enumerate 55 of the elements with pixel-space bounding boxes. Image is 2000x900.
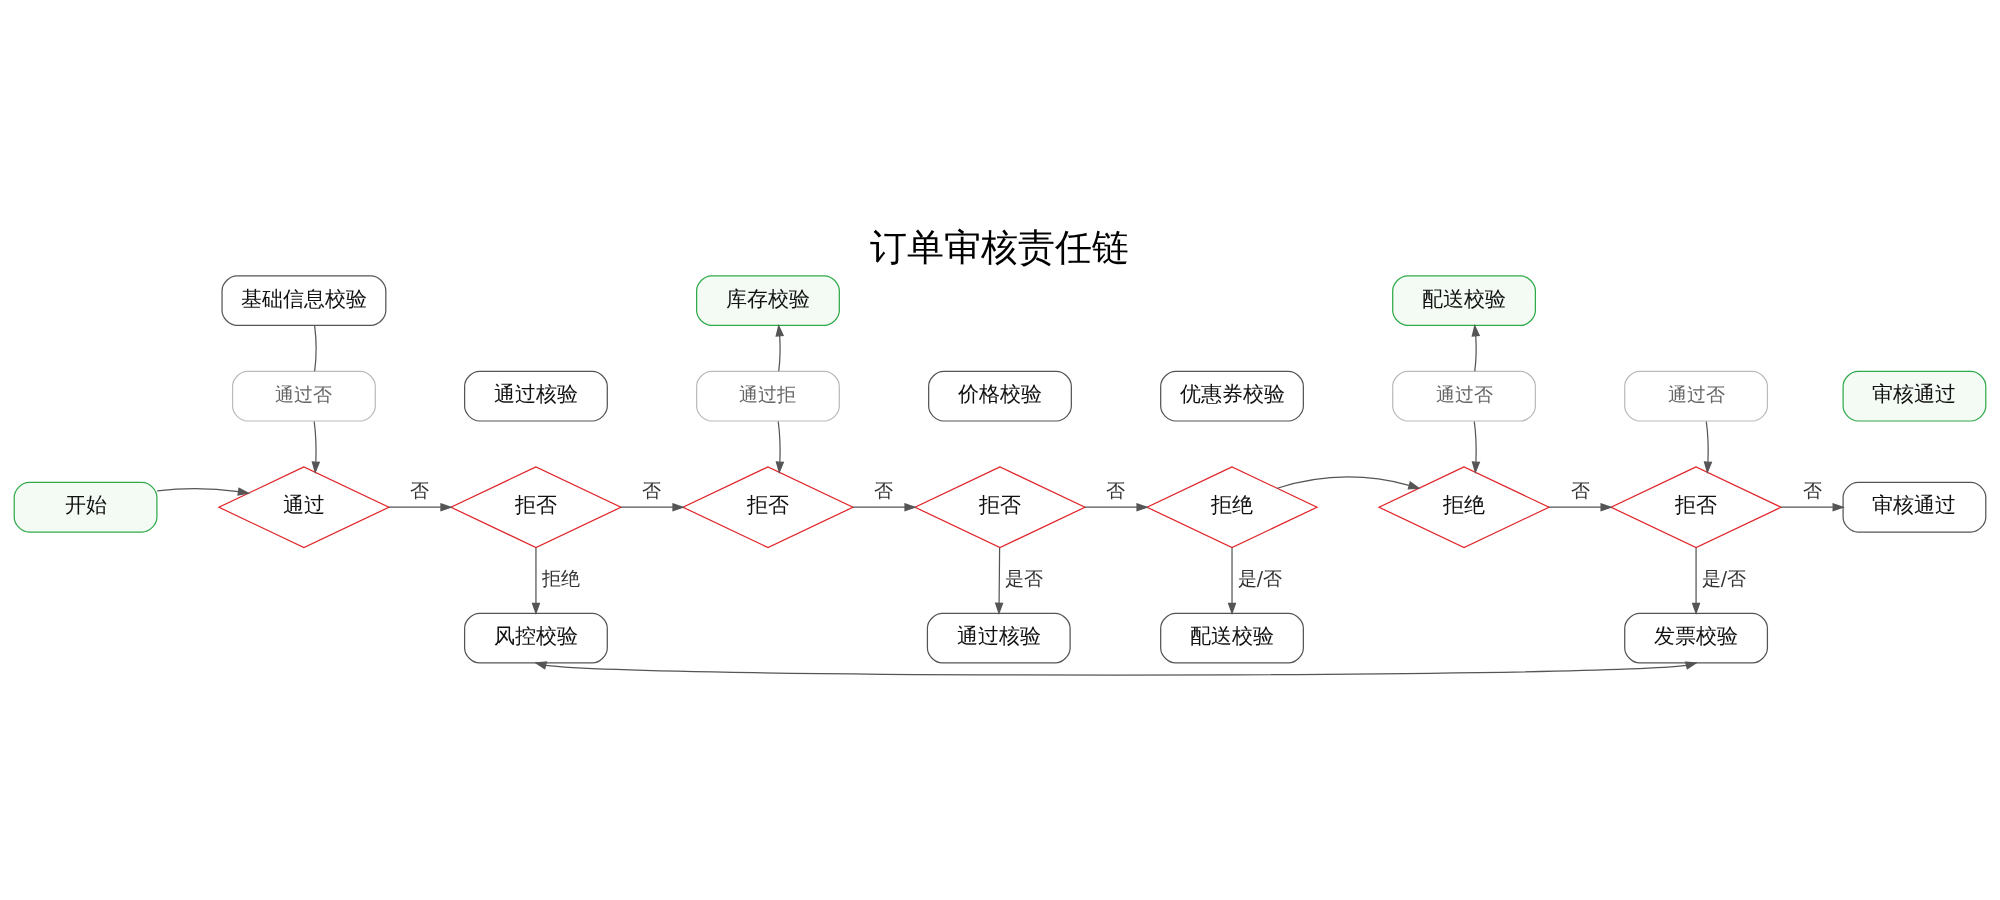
- node-box: 基础信息校验: [221, 275, 387, 327]
- node-box: 优惠券校验: [1160, 370, 1304, 422]
- node-box: 审核通过: [1842, 481, 1987, 533]
- node-diamond: 拒否: [681, 466, 855, 549]
- arrow: [388, 502, 453, 512]
- node-box: 配送校验: [1392, 275, 1536, 327]
- arrow: [534, 661, 1698, 676]
- arrow: [994, 547, 1004, 616]
- edge-label: 否: [1802, 480, 1822, 502]
- node-box: 审核通过: [1842, 370, 1987, 422]
- node-box: 通过否: [231, 370, 376, 422]
- node-box: 发票校验: [1624, 612, 1769, 664]
- node-diamond: 拒绝: [1145, 466, 1319, 549]
- edge-label: 否: [642, 480, 662, 502]
- connector: [314, 325, 317, 372]
- node-box: 开始: [13, 481, 158, 533]
- arrow: [1276, 476, 1421, 490]
- arrow: [775, 420, 785, 474]
- arrow: [1780, 502, 1845, 512]
- edge-label: 否: [1106, 480, 1126, 502]
- arrow: [1227, 547, 1237, 616]
- arrow: [311, 420, 321, 474]
- arrow: [1691, 547, 1701, 616]
- edge-label: 否: [874, 480, 894, 502]
- edge-label: 否: [410, 480, 430, 502]
- edge-label: 拒绝: [541, 567, 580, 589]
- node-box: 价格校验: [928, 370, 1072, 422]
- node-box: 通过核验: [464, 370, 608, 422]
- arrow: [531, 547, 541, 616]
- node-box: 通过否: [1392, 370, 1536, 422]
- node-diamond: 拒否: [449, 466, 623, 549]
- node-box: 配送校验: [1160, 612, 1304, 664]
- node-box: 库存校验: [696, 275, 840, 327]
- arrow: [620, 502, 685, 512]
- arrow: [1471, 324, 1481, 372]
- node-box: 风控校验: [464, 612, 608, 664]
- node-diamond: 拒否: [913, 466, 1087, 549]
- edge-label: 是否: [1004, 567, 1043, 589]
- node-box: 通过拒: [696, 370, 840, 422]
- node-box: 通过否: [1624, 370, 1769, 422]
- arrow: [852, 502, 917, 512]
- node-diamond: 拒否: [1609, 466, 1783, 549]
- diagram-title: 订单审核责任链: [870, 224, 1130, 269]
- arrow: [1548, 502, 1613, 512]
- edge-label: 否: [1570, 480, 1590, 502]
- arrow: [775, 324, 785, 372]
- arrow: [1084, 502, 1149, 512]
- edge-label: 是/否: [1701, 567, 1747, 589]
- arrow: [1471, 420, 1481, 474]
- arrow: [156, 487, 251, 496]
- node-diamond: 拒绝: [1377, 466, 1551, 549]
- edge-label: 是/否: [1237, 567, 1283, 589]
- node-diamond: 通过: [217, 466, 391, 549]
- node-box: 通过核验: [926, 612, 1071, 664]
- arrow: [1703, 420, 1713, 474]
